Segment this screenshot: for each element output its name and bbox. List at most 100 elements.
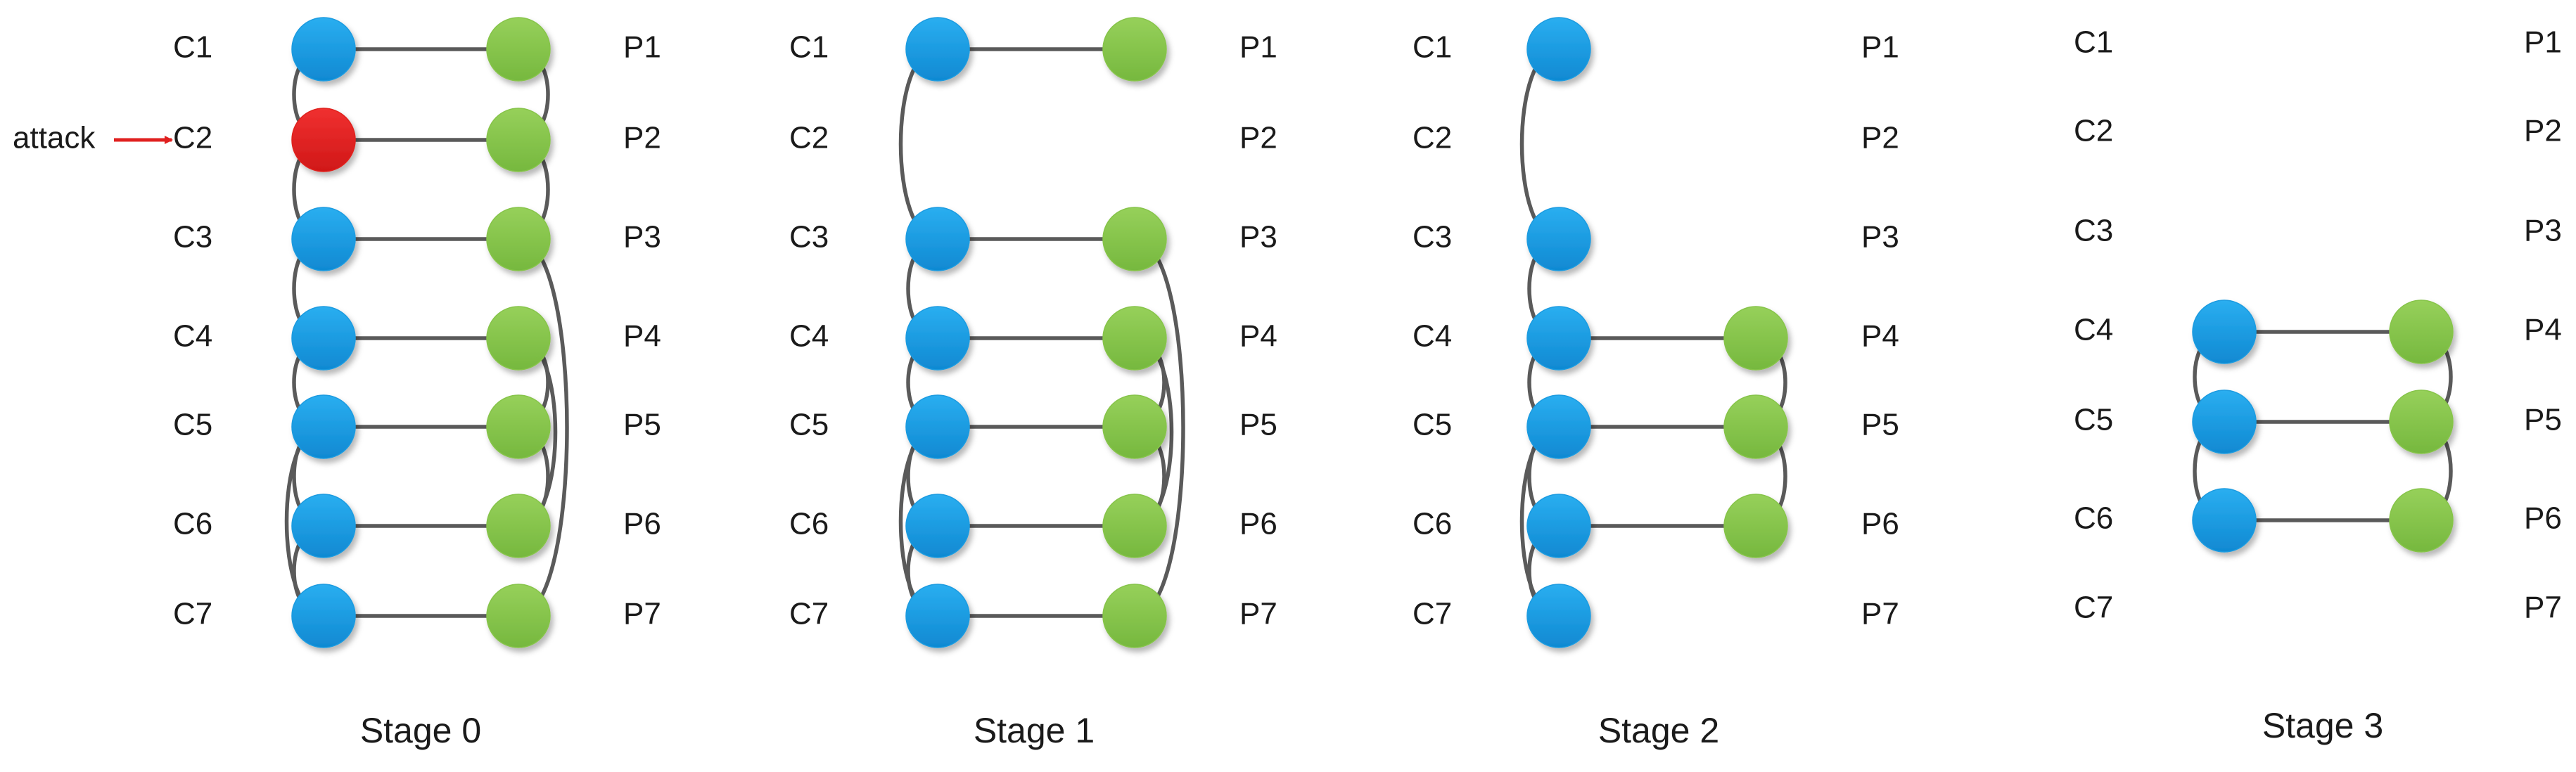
stage-3-cyber-node-c5 bbox=[2192, 390, 2257, 454]
stage-2-label-p2: P2 bbox=[1861, 121, 1899, 155]
stage-1-cyber-node-c3 bbox=[905, 207, 970, 271]
stage-3-label-c6: C6 bbox=[2074, 501, 2113, 536]
stage-2-label-c2: C2 bbox=[1413, 121, 1452, 155]
stage-1-power-node-p3 bbox=[1102, 207, 1167, 271]
stage-0-cyber-node-c3 bbox=[291, 207, 356, 271]
stage-1-label-c7: C7 bbox=[789, 597, 829, 631]
stage-0-label-p1: P1 bbox=[623, 30, 661, 65]
stage-0-label-c6: C6 bbox=[173, 507, 212, 541]
stage-2-label-c5: C5 bbox=[1413, 408, 1452, 442]
stage-3-label-p5: P5 bbox=[2524, 403, 2562, 437]
stage-1-cyber-node-c4 bbox=[905, 306, 970, 371]
stage-0-power-node-p3 bbox=[486, 207, 551, 271]
stage-1-label-c2: C2 bbox=[789, 121, 829, 155]
stage-3-power-node-p5 bbox=[2389, 390, 2454, 454]
stage-0-label-p7: P7 bbox=[623, 597, 661, 631]
stage-0-cyber-node-c7 bbox=[291, 584, 356, 648]
stage-0-label-c5: C5 bbox=[173, 408, 212, 442]
stage-1-label-c5: C5 bbox=[789, 408, 829, 442]
stage-1-label-p2: P2 bbox=[1239, 121, 1277, 155]
stage-1-label-p4: P4 bbox=[1239, 319, 1277, 354]
stage-0-label-c3: C3 bbox=[173, 220, 212, 255]
stage-0-label-c1: C1 bbox=[173, 30, 212, 65]
stage-2-label-p1: P1 bbox=[1861, 30, 1899, 65]
stage-3-label-c1: C1 bbox=[2074, 25, 2113, 60]
stage-1-cyber-node-c6 bbox=[905, 494, 970, 558]
stage-3-cyber-node-c4 bbox=[2192, 300, 2257, 364]
stage-2-label-p5: P5 bbox=[1861, 408, 1899, 442]
stage-0-label-p3: P3 bbox=[623, 220, 661, 255]
stage-1-title: Stage 1 bbox=[974, 711, 1095, 750]
stage-1-label-p6: P6 bbox=[1239, 507, 1277, 541]
stage-0-power-node-p6 bbox=[486, 494, 551, 558]
stage-1-label-p3: P3 bbox=[1239, 220, 1277, 255]
stage-0-label-c4: C4 bbox=[173, 319, 212, 354]
stage-3-power-node-p4 bbox=[2389, 300, 2454, 364]
stage-1-label-p7: P7 bbox=[1239, 597, 1277, 631]
stage-1-cyber-node-c1 bbox=[905, 17, 970, 82]
stage-2-label-c1: C1 bbox=[1413, 30, 1452, 65]
stage-2-title: Stage 2 bbox=[1598, 711, 1719, 750]
stage-0-power-node-p1 bbox=[486, 17, 551, 82]
stage-1-power-node-p4 bbox=[1102, 306, 1167, 371]
stage-3-label-c3: C3 bbox=[2074, 214, 2113, 248]
stage-0-power-node-p7 bbox=[486, 584, 551, 648]
stage-2-cyber-node-c1 bbox=[1526, 17, 1591, 82]
stage-2-power-node-p4 bbox=[1723, 306, 1788, 371]
stage-2-label-p3: P3 bbox=[1861, 220, 1899, 255]
stage-1-cyber-node-c7 bbox=[905, 584, 970, 648]
stage-1-label-p5: P5 bbox=[1239, 408, 1277, 442]
stage-1-label-c3: C3 bbox=[789, 220, 829, 255]
stage-2-cyber-node-c3 bbox=[1526, 207, 1591, 271]
stage-0-cyber-node-c6 bbox=[291, 494, 356, 558]
stage-0-cyber-node-c4 bbox=[291, 306, 356, 371]
stage-0-label-p2: P2 bbox=[623, 121, 661, 155]
stage-2-cyber-node-c5 bbox=[1526, 394, 1591, 459]
stage-0-label-c7: C7 bbox=[173, 597, 212, 631]
stage-0-power-node-p2 bbox=[486, 108, 551, 172]
stage-0-power-node-p4 bbox=[486, 306, 551, 371]
stage-0-power-node-p5 bbox=[486, 394, 551, 459]
stage-1-label-c6: C6 bbox=[789, 507, 829, 541]
stage-3-label-p4: P4 bbox=[2524, 313, 2562, 347]
stage-0-cyber-node-c2-attacked bbox=[291, 108, 356, 172]
stage-0-label-p5: P5 bbox=[623, 408, 661, 442]
stage-2-power-node-p5 bbox=[1723, 394, 1788, 459]
stage-2-label-c7: C7 bbox=[1413, 597, 1452, 631]
stage-0-label-c2: C2 bbox=[173, 121, 212, 155]
stage-2-label-c6: C6 bbox=[1413, 507, 1452, 541]
stage-3-label-p1: P1 bbox=[2524, 25, 2562, 60]
attack-label: attack bbox=[13, 121, 96, 155]
stage-2-cyber-node-c4 bbox=[1526, 306, 1591, 371]
stage-2-label-c3: C3 bbox=[1413, 220, 1452, 255]
stage-1-power-node-p5 bbox=[1102, 394, 1167, 459]
stage-0-label-p6: P6 bbox=[623, 507, 661, 541]
stage-3-label-c4: C4 bbox=[2074, 313, 2113, 347]
stage-1-power-node-p1 bbox=[1102, 17, 1167, 82]
stage-1-label-c1: C1 bbox=[789, 30, 829, 65]
stage-0-cyber-node-c5 bbox=[291, 394, 356, 459]
stage-3-label-c5: C5 bbox=[2074, 403, 2113, 437]
stage-3-label-c7: C7 bbox=[2074, 591, 2113, 625]
stage-2-label-p6: P6 bbox=[1861, 507, 1899, 541]
stage-3-label-p3: P3 bbox=[2524, 214, 2562, 248]
stage-3-cyber-node-c6 bbox=[2192, 488, 2257, 553]
stage-2-cyber-node-c7 bbox=[1526, 584, 1591, 648]
attack-indicator: attack bbox=[13, 121, 173, 155]
stage-2-cyber-node-c6 bbox=[1526, 494, 1591, 558]
stage-3-label-p2: P2 bbox=[2524, 114, 2562, 148]
stage-0-label-p4: P4 bbox=[623, 319, 661, 354]
stage-2-label-p4: P4 bbox=[1861, 319, 1899, 354]
stage-1-cyber-node-c5 bbox=[905, 394, 970, 459]
stage-2-power-node-p6 bbox=[1723, 494, 1788, 558]
stage-3-label-p7: P7 bbox=[2524, 591, 2562, 625]
stage-3-power-node-p6 bbox=[2389, 488, 2454, 553]
stage-3-title: Stage 3 bbox=[2262, 706, 2383, 745]
stage-3-label-c2: C2 bbox=[2074, 114, 2113, 148]
